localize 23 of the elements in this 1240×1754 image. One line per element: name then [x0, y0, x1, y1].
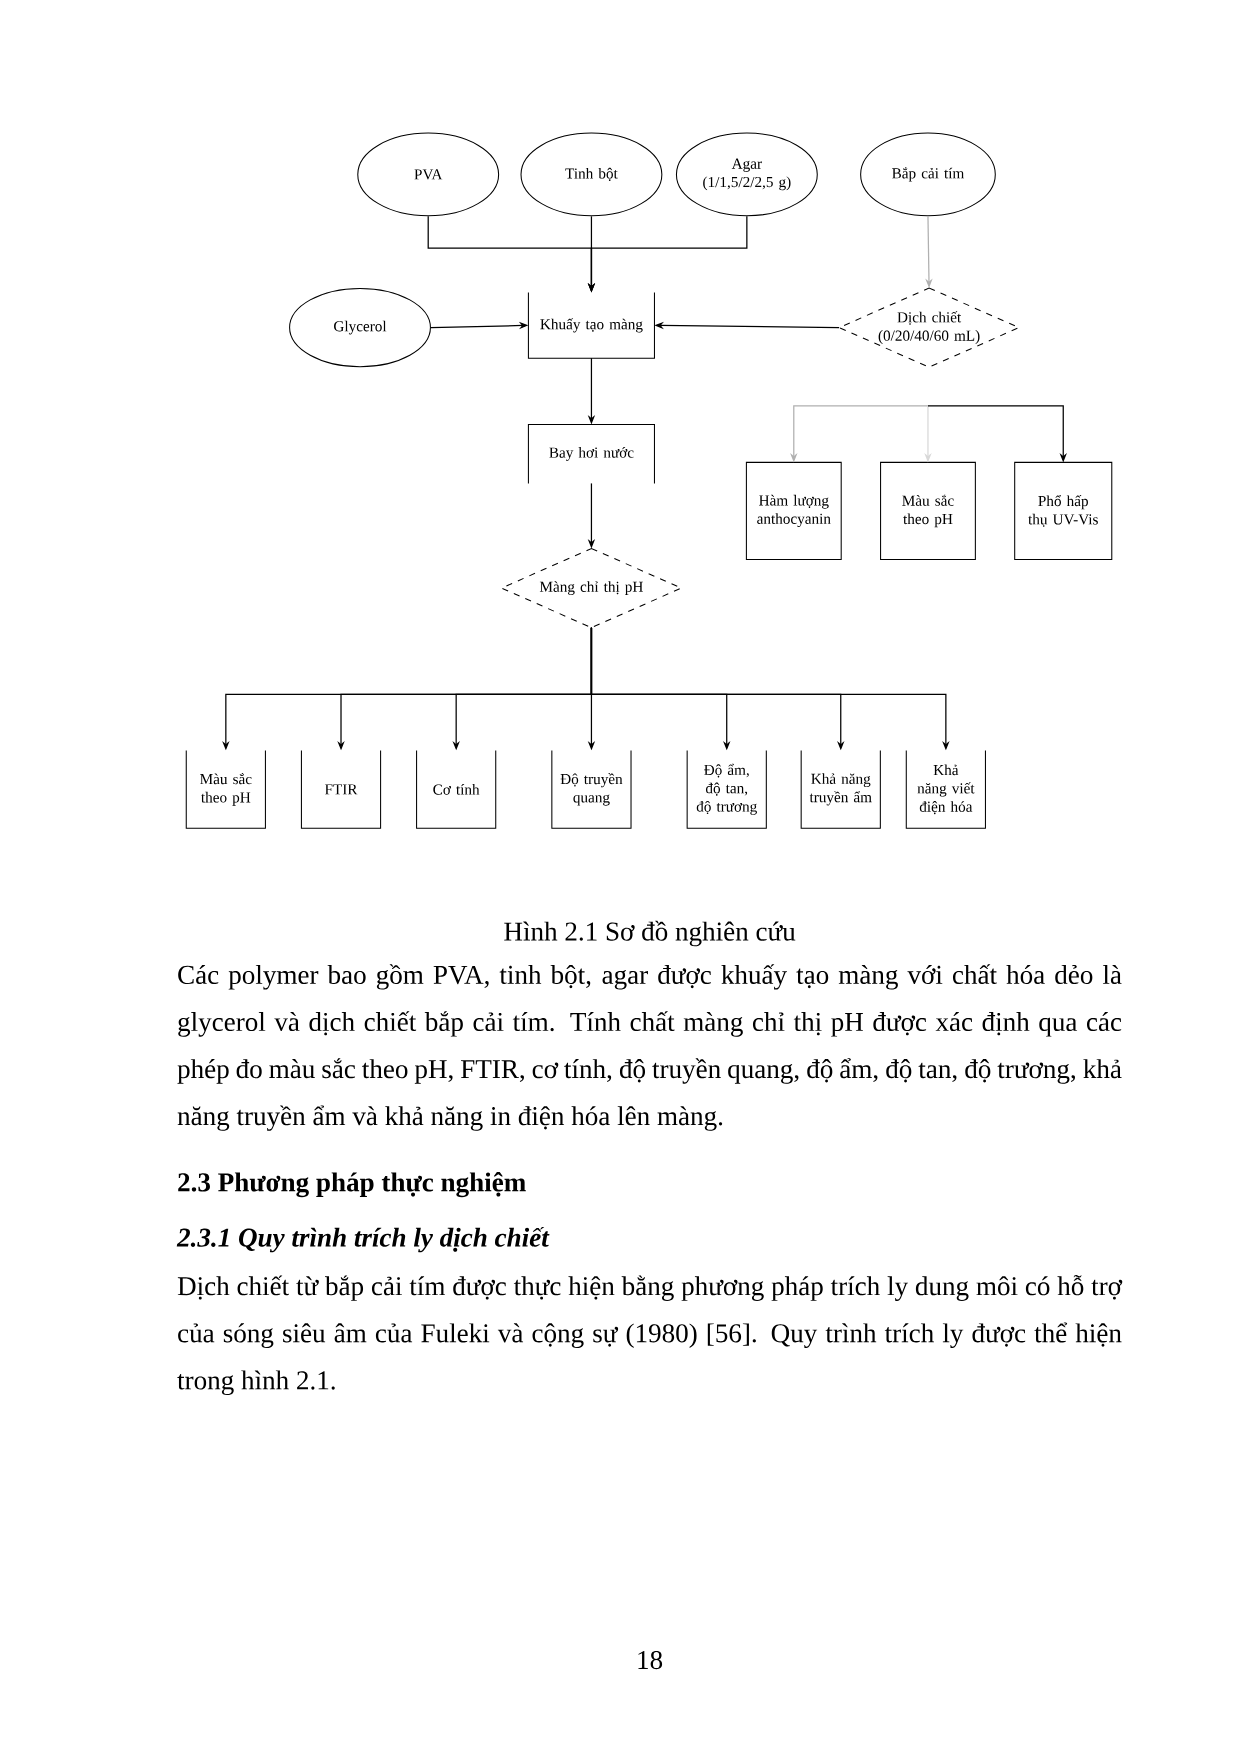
ellipse-node: Bắp cải tím [860, 132, 996, 217]
process-box: Khả năng truyền ẩm [800, 749, 881, 829]
paragraph: Các polymer bao gồm PVA, tinh bột, agar được khuấy tạo màng với chất hóa dẻo là glycerol và dịch chiết bắp cải tím. Tính chất màng chỉ thị pH được xác định qua các phép đo màu sắc theo pH, FTIR, cơ tính, độ truyền quang, độ ẩm, độ tan, độ trương, khả năng truyền ẩm và khả năng in điện hóa lên màng. [177, 964, 1122, 1131]
page-number: 18 [638, 1650, 663, 1670]
ellipse-node: PVA [357, 132, 500, 217]
figure-caption: Hình 2.1 Sơ đồ nghiên cứu [504, 920, 796, 947]
ellipse-node: Agar (1/1,5/2/2,5 g) [675, 132, 818, 217]
process-box: Độ ẩm, độ tan, độ trương [686, 749, 767, 829]
paragraph: Dịch chiết từ bắp cải tím được thực hiện bằng phương pháp trích ly dung môi có hỗ trợ của sóng siêu âm của Fuleki và cộng sự (1980) [56]. Quy trình trích ly được thể hiện trong hình 2.1. [177, 1275, 1123, 1396]
process-box: Hàm lượng anthocyanin [745, 461, 842, 560]
process-box: Màu sắc theo pH [185, 749, 266, 829]
process-box: FTIR [300, 749, 382, 829]
section-heading: 2.3 Phương pháp thực nghiệm [178, 1172, 526, 1198]
subsection-heading: 2.3.1 Quy trình trích ly dịch chiết [176, 1226, 550, 1253]
process-box: Màu sắc theo pH [880, 461, 976, 560]
ellipse-node: Glycerol [289, 287, 431, 368]
process-box: Phổ hấp thụ UV-Vis [1014, 461, 1113, 560]
process-box: Cơ tính [416, 749, 497, 829]
process-box: Khuấy tạo màng [527, 292, 655, 359]
process-box: Khả năng viết điện hóa [905, 749, 986, 829]
process-box: Độ truyền quang [551, 749, 632, 829]
ellipse-node: Tinh bột [520, 132, 663, 217]
process-box: Bay hơi nước [527, 423, 655, 484]
